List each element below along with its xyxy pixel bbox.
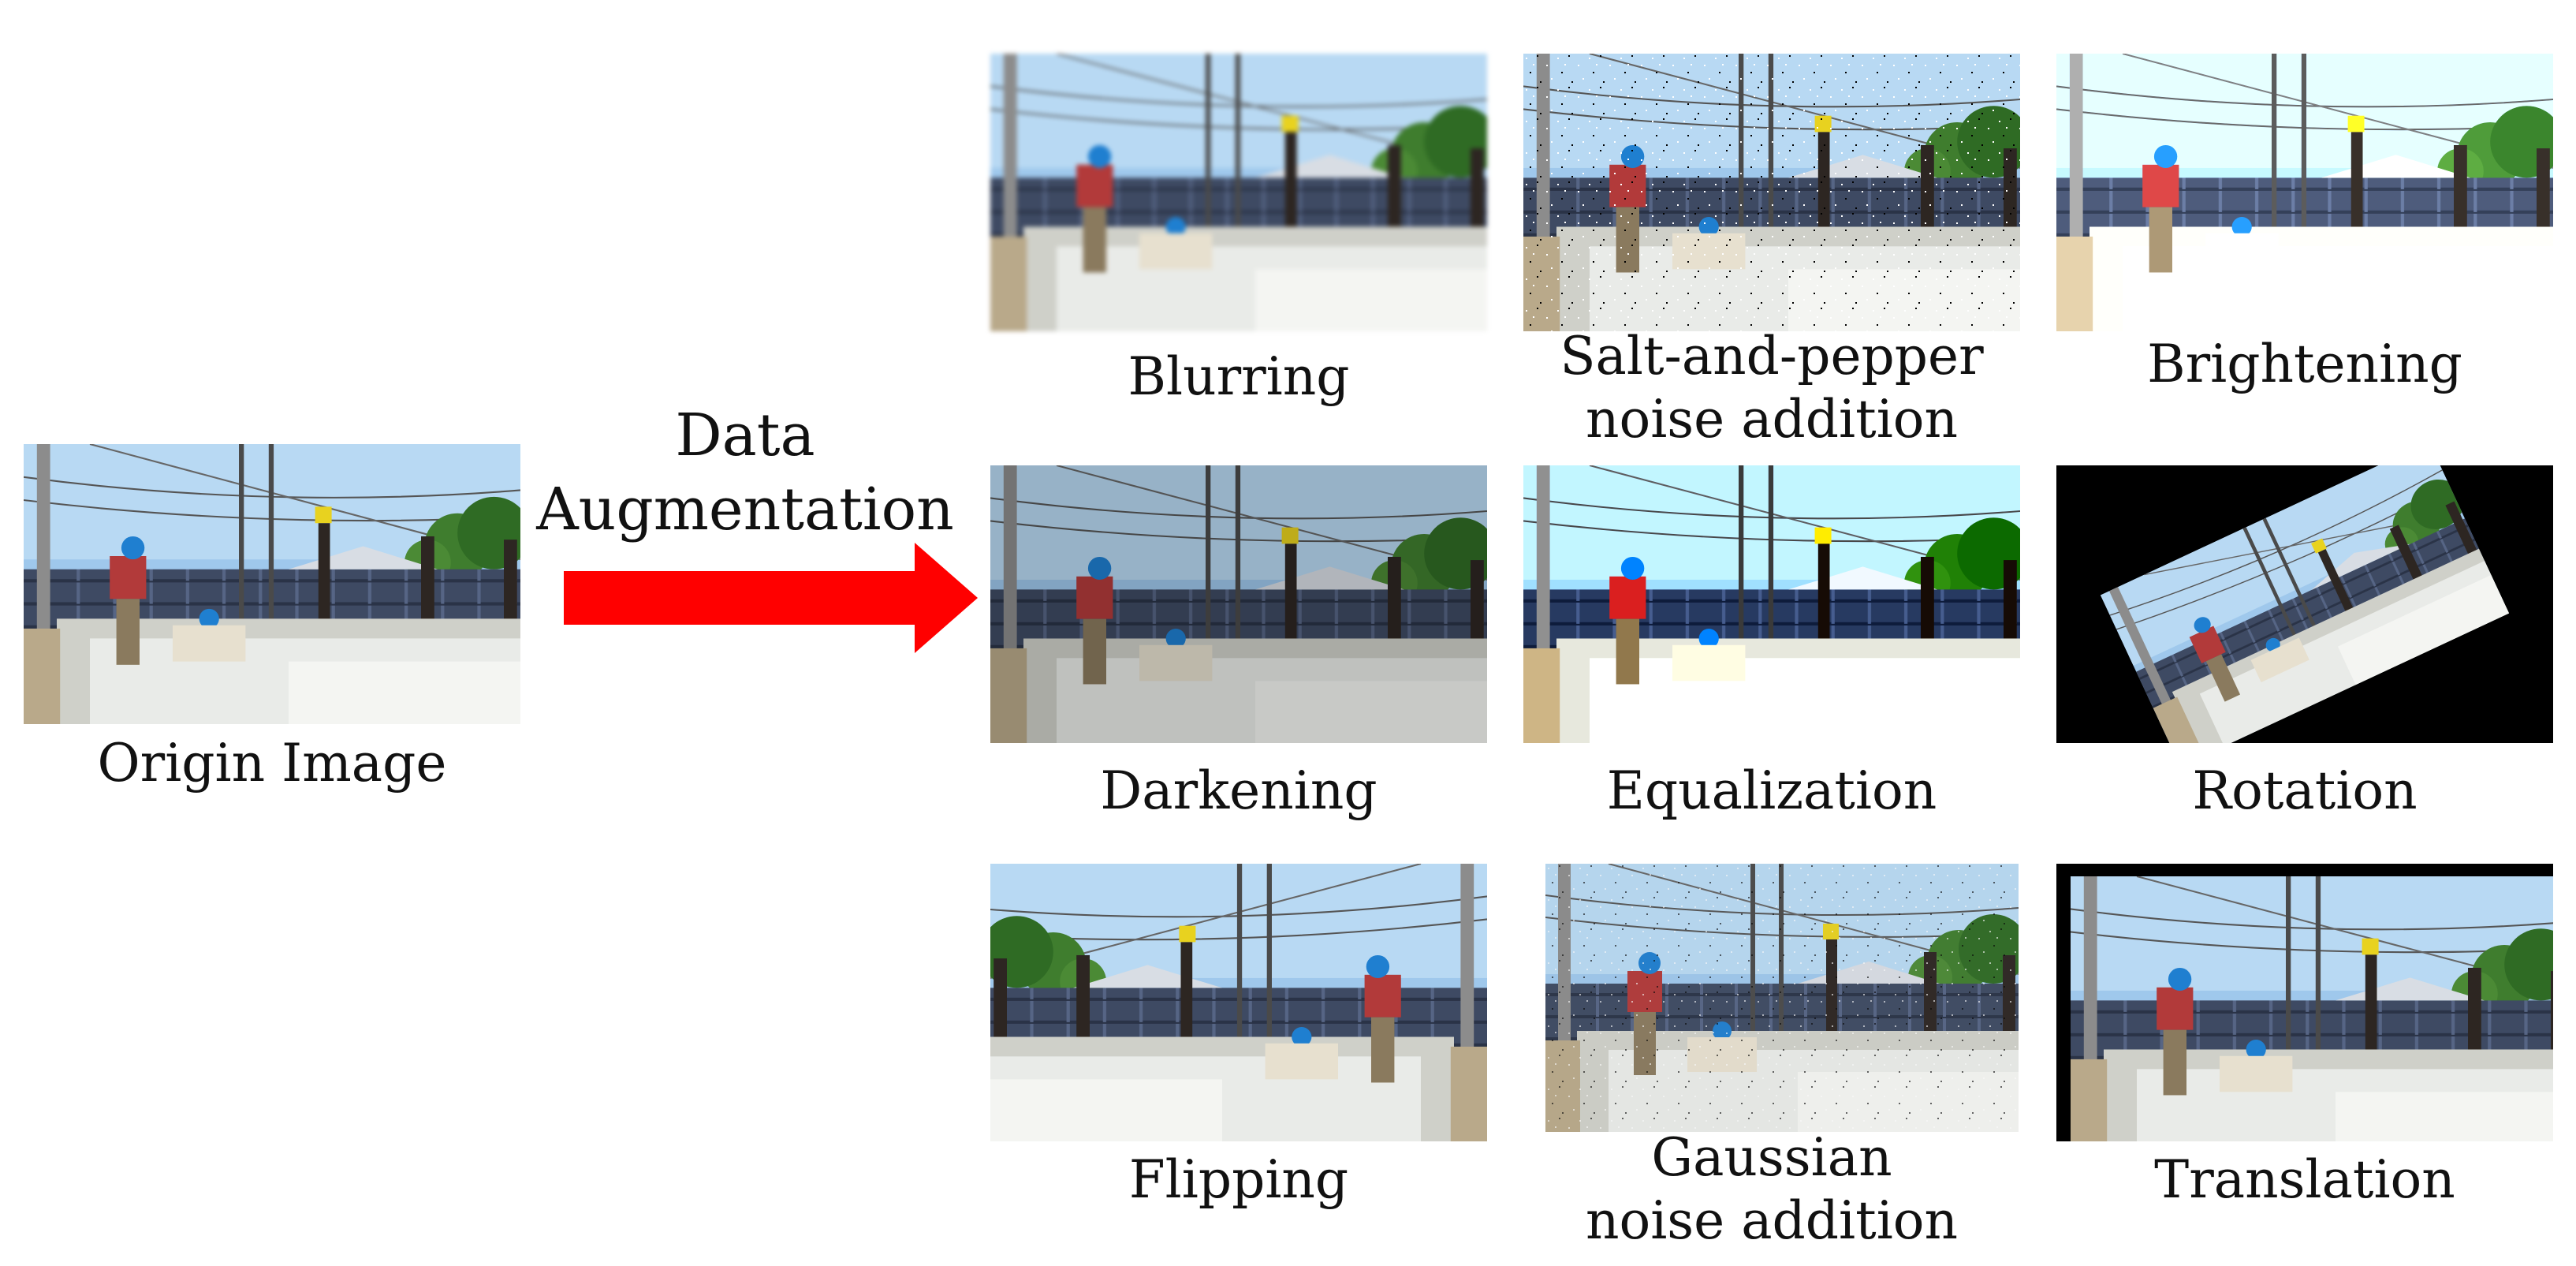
rotation-caption: Rotation [2192, 760, 2418, 821]
blurring-caption: Blurring [1128, 346, 1350, 407]
darkening-image [990, 465, 1487, 743]
equalization-image [1523, 465, 2020, 743]
flipping-caption: Flipping [1128, 1149, 1349, 1210]
salt-pepper-image [1523, 54, 2020, 331]
translation-caption: Translation [2154, 1149, 2455, 1210]
blurring-image [990, 54, 1487, 331]
origin-image [24, 444, 520, 724]
translation-image [2056, 864, 2553, 1141]
gaussian-image [1545, 864, 2019, 1132]
gaussian-caption: Gaussian noise addition [1585, 1127, 1959, 1251]
salt-pepper-caption: Salt-and-pepper noise addition [1560, 326, 1984, 450]
arrow-label: Data Augmentation [528, 398, 962, 547]
brightening-caption: Brightening [2147, 334, 2462, 394]
brightening-image [2056, 54, 2553, 331]
augmentation-arrow [564, 543, 978, 653]
darkening-caption: Darkening [1100, 760, 1377, 821]
arrow-label-line-1: Data [675, 401, 815, 469]
equalization-caption: Equalization [1606, 760, 1937, 821]
arrow-label-line-2: Augmentation [536, 476, 954, 543]
rotation-image [2056, 465, 2553, 743]
origin-caption: Origin Image [97, 733, 447, 794]
flipping-image [990, 864, 1487, 1141]
